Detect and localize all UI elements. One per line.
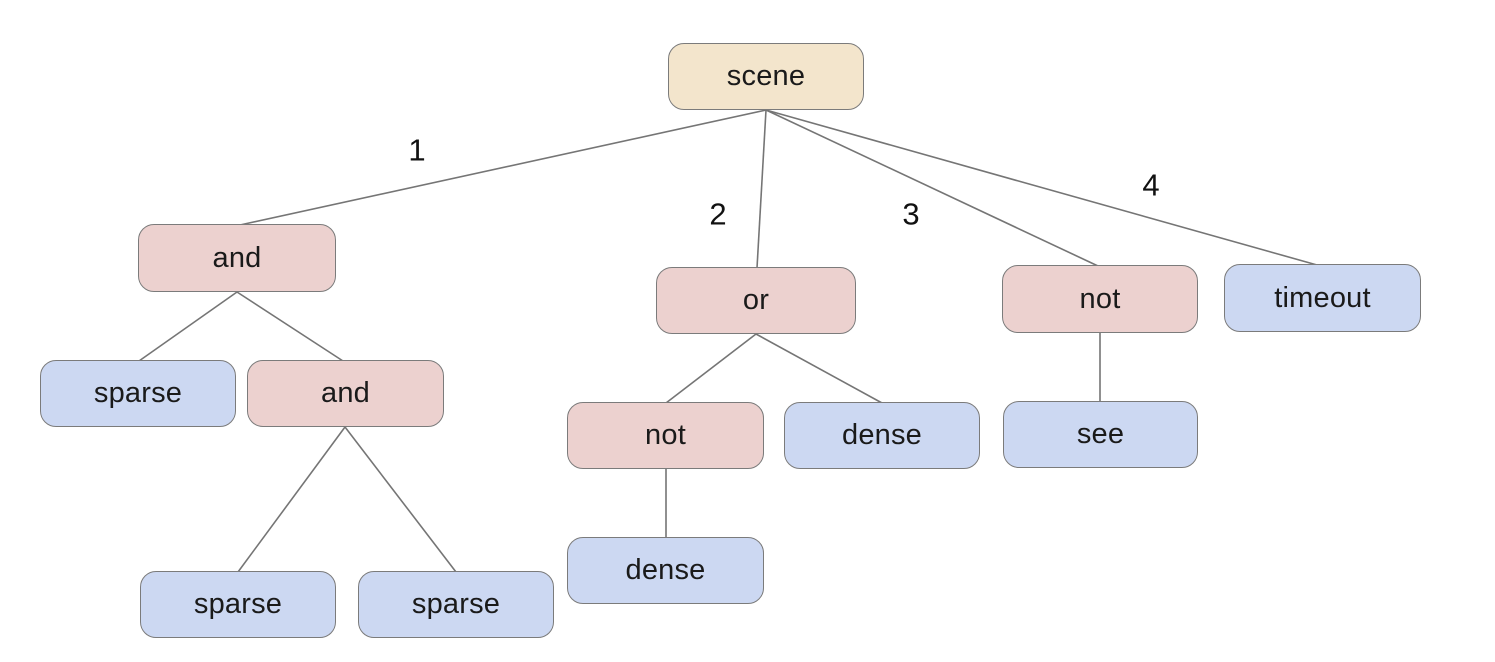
edge-label-1: 1 — [408, 132, 426, 168]
node-scene: scene — [668, 43, 864, 110]
node-dense-1: dense — [784, 402, 980, 469]
node-dense-2: dense — [567, 537, 764, 604]
edge-or-not2 — [665, 333, 757, 404]
node-sparse-1: sparse — [40, 360, 236, 427]
edge-label-2: 2 — [709, 196, 727, 232]
node-and-1: and — [138, 224, 336, 292]
edge-scene-not1 — [765, 109, 1099, 267]
edge-and1-and2 — [236, 291, 344, 362]
edge-or-dense1 — [755, 333, 883, 404]
node-not-1: not — [1002, 265, 1198, 333]
node-not-2: not — [567, 402, 764, 469]
node-and-2: and — [247, 360, 444, 427]
edge-scene-and1 — [239, 109, 767, 226]
node-timeout: timeout — [1224, 264, 1421, 332]
edge-scene-or — [756, 109, 767, 269]
edge-and2-sparse2 — [237, 426, 346, 573]
node-or: or — [656, 267, 856, 334]
node-see: see — [1003, 401, 1198, 468]
edge-label-3: 3 — [902, 196, 920, 232]
node-sparse-3: sparse — [358, 571, 554, 638]
node-sparse-2: sparse — [140, 571, 336, 638]
edge-scene-timeout — [765, 109, 1318, 266]
edge-label-4: 4 — [1142, 167, 1160, 203]
edge-and2-sparse3 — [344, 426, 457, 573]
edge-and1-sparse1 — [138, 291, 238, 362]
